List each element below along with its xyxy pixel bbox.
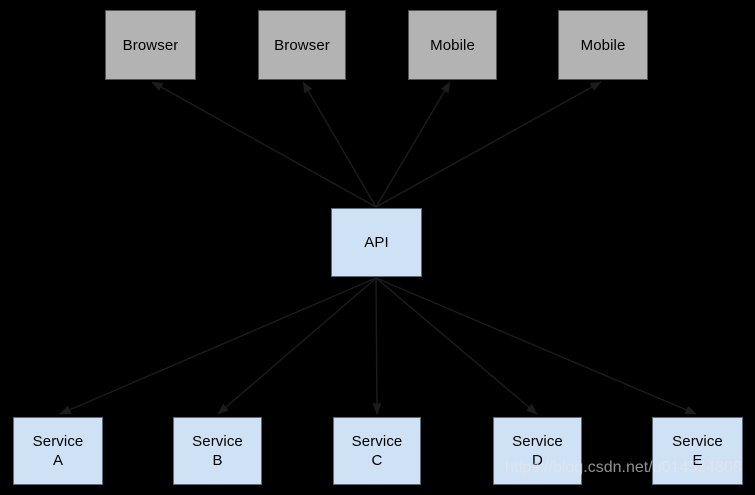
edge-api-to-service-d — [375, 277, 538, 415]
edge-api-to-service-a — [59, 277, 377, 415]
node-service-d[interactable]: Service D — [493, 417, 582, 485]
edges-to-services — [59, 277, 697, 415]
edge-api-to-browser-2 — [302, 81, 377, 208]
node-api[interactable]: API — [331, 208, 422, 277]
edges-to-clients — [151, 81, 602, 208]
node-service-a[interactable]: Service A — [13, 417, 103, 485]
edge-api-to-mobile-2 — [375, 81, 602, 208]
node-mobile-2[interactable]: Mobile — [558, 10, 648, 80]
edge-api-to-service-b — [217, 277, 377, 415]
edge-api-to-service-e — [375, 277, 697, 415]
node-service-c[interactable]: Service C — [333, 417, 421, 485]
edge-api-to-service-c — [372, 277, 382, 415]
edge-api-to-mobile-1 — [375, 81, 451, 208]
edge-api-to-browser-1 — [151, 81, 377, 208]
node-service-e[interactable]: Service E — [652, 417, 743, 485]
node-browser-2[interactable]: Browser — [258, 10, 346, 80]
node-mobile-1[interactable]: Mobile — [408, 10, 497, 80]
node-service-b[interactable]: Service B — [173, 417, 262, 485]
node-browser-1[interactable]: Browser — [105, 10, 196, 80]
